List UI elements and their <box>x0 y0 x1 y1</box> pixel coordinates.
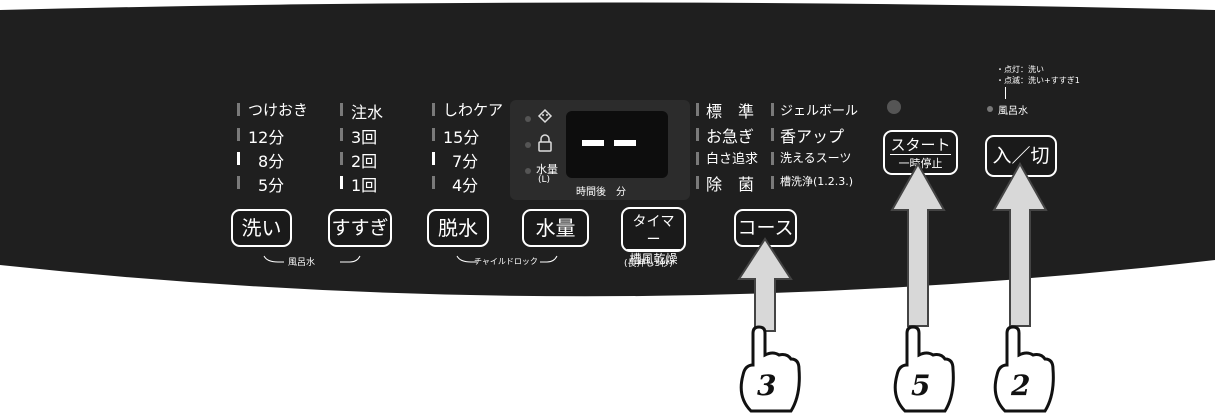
course-white: 白さ追求 <box>706 152 759 167</box>
spin-button[interactable]: 脱水 <box>427 209 489 247</box>
course-quick: お急ぎ <box>706 127 755 146</box>
time-unit-label: 時間後 分 <box>576 187 626 198</box>
water-led <box>525 168 531 174</box>
pointing-hand-icon <box>739 325 801 413</box>
bath-water-bracket <box>263 255 361 263</box>
status-led <box>525 116 531 122</box>
note-connector <box>1005 87 1006 99</box>
presoak-12min: 12分 <box>248 128 285 147</box>
step-3-callout: 3 <box>733 325 803 415</box>
pointing-hand-icon <box>893 325 955 413</box>
water-level-button[interactable]: 水量 <box>522 209 589 247</box>
course-sterilize: 除 菌 <box>706 175 755 194</box>
course-suit: 洗えるスーツ <box>780 151 852 165</box>
presoak-8min: 8分 <box>258 152 285 171</box>
rinse-label: 注水 <box>351 103 384 122</box>
rinse-button[interactable]: すすぎ <box>328 209 392 247</box>
lock-led <box>525 142 531 148</box>
bath-water-led <box>987 106 993 112</box>
timer-label: タイマー <box>627 213 680 250</box>
course-gelball: ジェルボール <box>780 104 859 119</box>
rinse-2times: 2回 <box>351 152 378 171</box>
water-level-label: 水量 <box>536 163 558 176</box>
step-2-number: 2 <box>1011 369 1031 402</box>
step-5-number: 5 <box>911 369 931 402</box>
child-lock-caption: チャイルドロック <box>474 257 538 266</box>
arrow-course <box>737 237 793 332</box>
long-press-caption: (長押し3秒) <box>624 259 673 269</box>
spin-label: しわケア <box>443 101 504 119</box>
start-label: スタート <box>890 136 951 155</box>
tub-dry-label: 槽風乾燥 <box>629 252 678 266</box>
pause-label: 一時停止 <box>898 157 943 170</box>
start-pause-button[interactable]: スタート 一時停止 <box>883 130 958 175</box>
arrow-power <box>992 161 1048 327</box>
arrow-start <box>890 161 946 327</box>
step-3-number: 3 <box>757 369 777 402</box>
course-button[interactable]: コース <box>734 209 797 247</box>
digit-2 <box>614 140 636 146</box>
step-5-callout: 5 <box>887 325 957 415</box>
child-lock-bracket <box>456 255 558 263</box>
baby-icon <box>537 108 553 124</box>
presoak-5min: 5分 <box>258 176 285 195</box>
course-tub-clean: 槽洗浄(1.2.3.) <box>780 175 854 188</box>
bath-note-1: ・点灯：洗い <box>996 65 1044 74</box>
pointing-hand-icon <box>993 325 1055 413</box>
wash-button[interactable]: 洗い <box>231 209 292 247</box>
bath-water-led-label: 風呂水 <box>998 106 1028 117</box>
rinse-1time: 1回 <box>351 176 378 195</box>
course-scent-up: 香アップ <box>780 127 845 146</box>
bath-water-caption: 風呂水 <box>288 258 316 268</box>
presoak-label: つけおき <box>248 101 309 119</box>
lock-icon <box>538 134 552 152</box>
spin-15min: 15分 <box>443 128 480 147</box>
spin-7min: 7分 <box>452 152 479 171</box>
bath-note-2: ・点滅：洗い+すすぎ1 <box>996 76 1080 85</box>
start-indicator-lamp <box>887 100 901 114</box>
step-2-callout: 2 <box>987 325 1057 415</box>
digit-1 <box>582 140 604 146</box>
course-standard: 標 準 <box>706 102 755 121</box>
spin-4min: 4分 <box>452 176 479 195</box>
water-level-unit: (L) <box>538 175 551 185</box>
rinse-3times: 3回 <box>351 128 378 147</box>
timer-button[interactable]: タイマー 槽風乾燥 <box>621 207 686 266</box>
